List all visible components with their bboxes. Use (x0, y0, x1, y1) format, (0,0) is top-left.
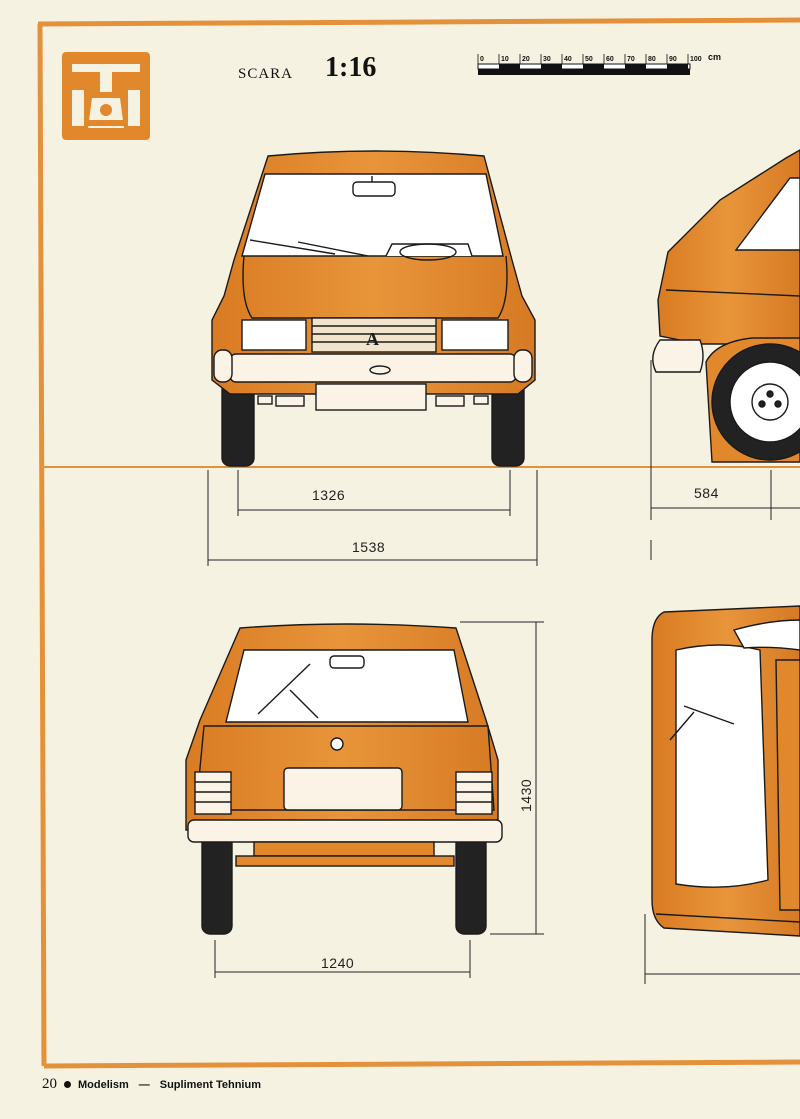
scale-tick-label: 80 (648, 56, 656, 63)
scale-ratio: 1:16 (325, 52, 376, 83)
scale-tick-label: 70 (627, 56, 635, 63)
front-dimension-lines (207, 470, 538, 566)
scale-tick-labels: 0 10 20 30 40 50 60 70 80 90 100 (477, 54, 702, 64)
scale-label: SCARA (238, 66, 293, 82)
rear-dimension-lines (214, 621, 544, 978)
svg-text:A: A (366, 329, 379, 349)
scale-tick-label: 30 (543, 56, 551, 63)
page-frame (37, 17, 800, 1069)
scale-tick-label: 40 (564, 56, 572, 63)
page-footer: 20 Modelism — Supliment Tehnium (42, 1076, 261, 1093)
footer-separator: — (138, 1078, 150, 1091)
top-dimension-lines (644, 914, 800, 984)
supplement-name: Supliment Tehnium (159, 1078, 261, 1091)
race-car-logo-icon (62, 52, 150, 140)
rear-track-dimension: 1240 (321, 955, 354, 971)
bullet-icon (64, 1081, 71, 1088)
top-view-car (651, 605, 800, 937)
front-width-dimension: 1538 (352, 539, 385, 555)
scale-tick-label: 20 (522, 56, 530, 63)
scale-tick-label: 0 (480, 56, 484, 63)
scale-tick-label: 90 (669, 56, 677, 63)
front-view-car: A (211, 150, 536, 467)
page-number: 20 (42, 1076, 57, 1092)
scale-tick-label: 50 (585, 56, 593, 63)
publication-name: Modelism (78, 1078, 129, 1091)
scale-tick-label: 60 (606, 56, 614, 63)
side-dimension-lines (650, 360, 800, 560)
scale-unit: cm (708, 52, 721, 62)
front-track-dimension: 1326 (312, 487, 345, 503)
rear-view-car (185, 623, 503, 935)
side-view-car (652, 149, 800, 463)
side-overhang-dimension: 584 (694, 485, 719, 501)
scale-tick-label: 100 (690, 56, 702, 63)
height-dimension: 1430 (518, 779, 534, 812)
scale-tick-label: 10 (501, 56, 509, 63)
scale-bar: 0 10 20 30 40 50 60 70 80 90 100 cm (477, 52, 721, 75)
